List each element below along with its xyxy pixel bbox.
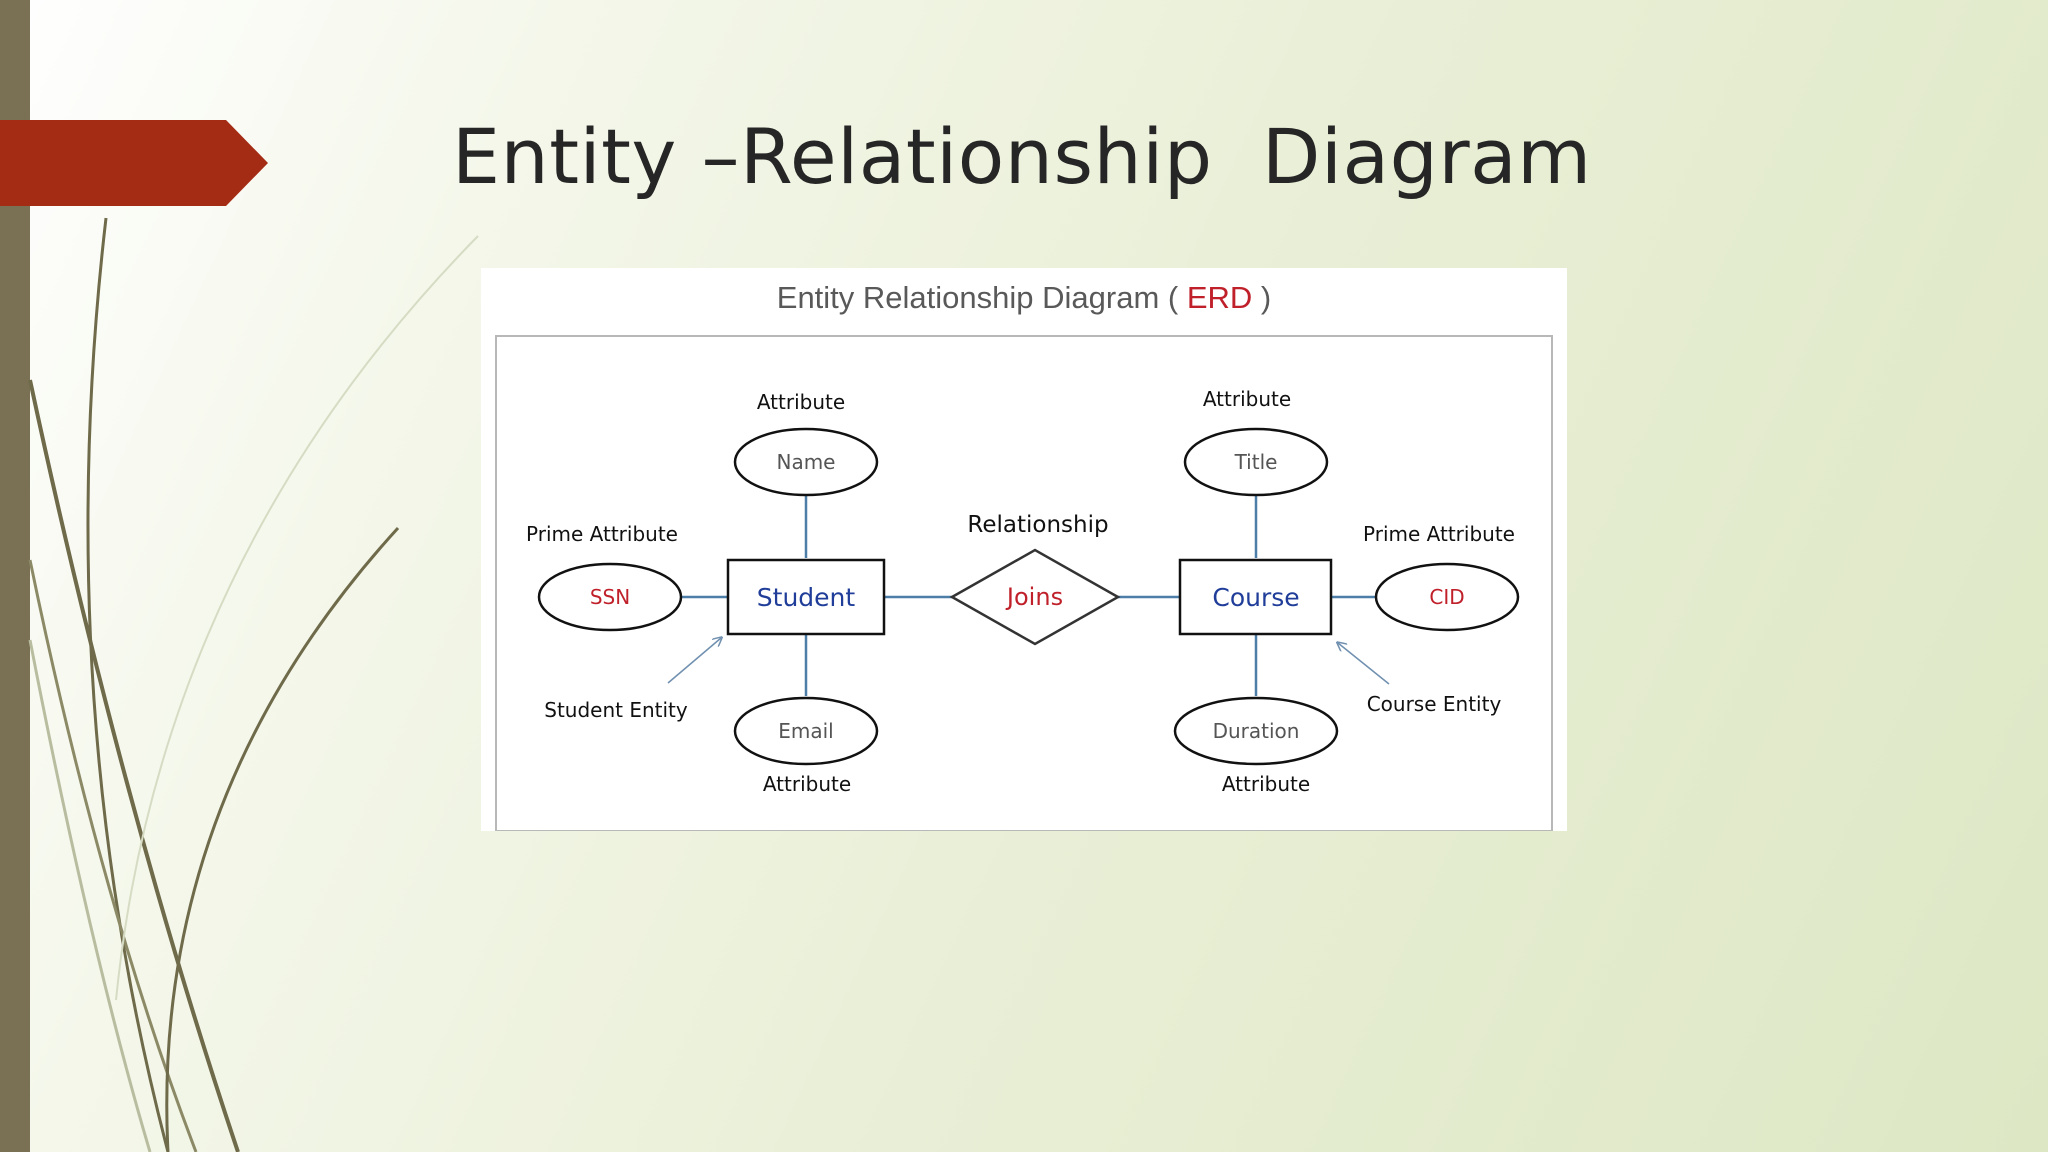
course-entity-caption: Course Entity: [1367, 692, 1502, 716]
student-attr-top-caption: Attribute: [757, 390, 845, 414]
student-entity-pointer-arrow: [667, 638, 721, 684]
decorative-grass-strokes: [28, 217, 479, 1152]
relationship-caption: Relationship: [967, 512, 1108, 538]
erd-heading-main: Entity Relationship Diagram (: [776, 280, 1187, 315]
key-attribute-cid-label: CID: [1429, 585, 1464, 609]
entity-course-box: [1178, 558, 1333, 636]
attribute-email-label: Email: [778, 719, 834, 743]
entity-student-label: Student: [757, 583, 856, 612]
entity-course-label: Course: [1212, 583, 1299, 612]
erd-heading-highlight: ERD: [1186, 280, 1253, 315]
slide-title: Entity –Relationship Diagram: [452, 112, 1592, 201]
attribute-email-ellipse: [733, 696, 879, 766]
student-entity-caption: Student Entity: [544, 698, 688, 722]
title-accent-arrow: [0, 120, 268, 206]
attribute-title-label: Title: [1234, 450, 1278, 474]
erd-heading: Entity Relationship Diagram ( ERD ): [481, 280, 1567, 316]
diagram-frame: [495, 335, 1553, 831]
erd-heading-end: ): [1252, 280, 1272, 315]
key-attribute-cid-ellipse: [1374, 562, 1520, 632]
erd-image-panel: Entity Relationship Diagram ( ERD ) Name…: [481, 268, 1567, 831]
course-key-caption: Prime Attribute: [1363, 522, 1515, 546]
entity-student-box: [726, 558, 886, 636]
course-attr-bottom-caption: Attribute: [1222, 772, 1310, 796]
attribute-duration-ellipse: [1173, 696, 1339, 766]
relationship-joins-label: Joins: [1005, 583, 1063, 611]
key-attribute-ssn-label: SSN: [590, 585, 630, 609]
attribute-name-label: Name: [776, 450, 835, 474]
student-key-caption: Prime Attribute: [526, 522, 678, 546]
attribute-duration-label: Duration: [1213, 719, 1300, 743]
student-attr-bottom-caption: Attribute: [763, 772, 851, 796]
course-entity-pointer-arrow: [1338, 643, 1390, 685]
attribute-title-ellipse: [1183, 427, 1329, 497]
erd-diagram: Name Attribute SSN Prime Attribute Stude…: [495, 335, 1553, 831]
key-attribute-ssn-ellipse: [537, 562, 683, 632]
relationship-joins-diamond: [949, 548, 1121, 646]
attribute-name-ellipse: [733, 427, 879, 497]
course-attr-top-caption: Attribute: [1203, 387, 1291, 411]
